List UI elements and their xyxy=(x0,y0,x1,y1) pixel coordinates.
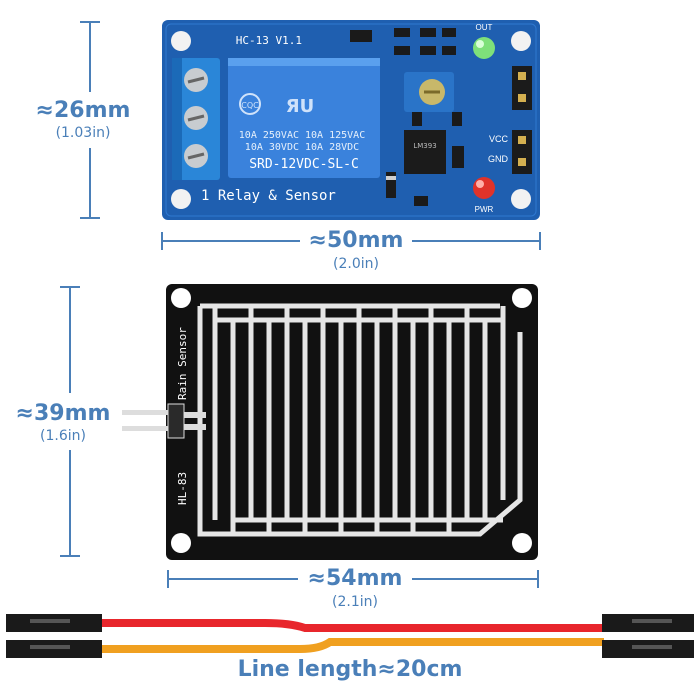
led-pwr xyxy=(473,177,495,199)
led-pwr-label: PWR xyxy=(475,205,494,214)
relay-mounting-holes xyxy=(171,31,531,209)
board-name-label: HC-13 V1.1 xyxy=(236,34,302,47)
cable-wire-red xyxy=(100,619,604,632)
board-label: 1 Relay & Sensor xyxy=(201,188,336,204)
relay-height-label: ≈26mm xyxy=(35,98,131,123)
led-out-label: OUT xyxy=(476,23,493,32)
svg-text:ЯU: ЯU xyxy=(286,96,314,117)
sensor-width-inch-label: (2.1in) xyxy=(332,594,378,610)
pin-gnd-label: GND xyxy=(488,154,509,164)
relay-module: CQC ЯU 10A 250VAC 10A 125VAC 10A 30VDC 1… xyxy=(162,20,540,220)
relay-rating-line-1: 10A 250VAC 10A 125VAC xyxy=(239,130,365,141)
relay-width-label: ≈50mm xyxy=(308,228,404,253)
cable-length-caption: Line length≈20cm xyxy=(237,657,463,682)
sensor-width-label: ≈54mm xyxy=(307,566,403,591)
led-out xyxy=(473,37,495,59)
relay-width-inch-label: (2.0in) xyxy=(333,256,379,272)
pin-vcc-label: VCC xyxy=(489,134,509,144)
ic-label: LM393 xyxy=(413,142,436,150)
pin-headers xyxy=(512,66,532,174)
sensor-traces xyxy=(197,303,523,537)
sensor-height-inch-label: (1.6in) xyxy=(40,428,86,444)
potentiometer xyxy=(404,72,454,112)
svg-text:CQC: CQC xyxy=(241,101,259,110)
sensor-name-label: Rain Sensor xyxy=(176,327,189,400)
smd-components xyxy=(394,28,464,206)
dimension-lines xyxy=(60,21,541,588)
relay-height-inch-label: (1.03in) xyxy=(55,125,111,141)
sensor-height-label: ≈39mm xyxy=(15,401,111,426)
rain-sensor-board: Rain Sensor HL-83 xyxy=(122,284,538,560)
sensor-connector xyxy=(122,403,206,439)
cable-left-connector xyxy=(6,614,102,658)
diode xyxy=(386,172,396,198)
cable-right-connector xyxy=(602,614,694,658)
relay-rating-line-2: 10A 30VDC 10A 28VDC xyxy=(245,142,359,153)
sensor-mounting-holes xyxy=(171,288,532,553)
jumper-cable xyxy=(6,614,694,658)
sensor-model-label: HL-83 xyxy=(176,472,189,505)
cable-wire-orange xyxy=(100,638,604,653)
relay-box xyxy=(228,58,380,178)
screw-terminal-block xyxy=(172,58,220,180)
relay-model-label: SRD-12VDC-SL-C xyxy=(249,157,359,172)
lm393-chip xyxy=(404,130,446,174)
